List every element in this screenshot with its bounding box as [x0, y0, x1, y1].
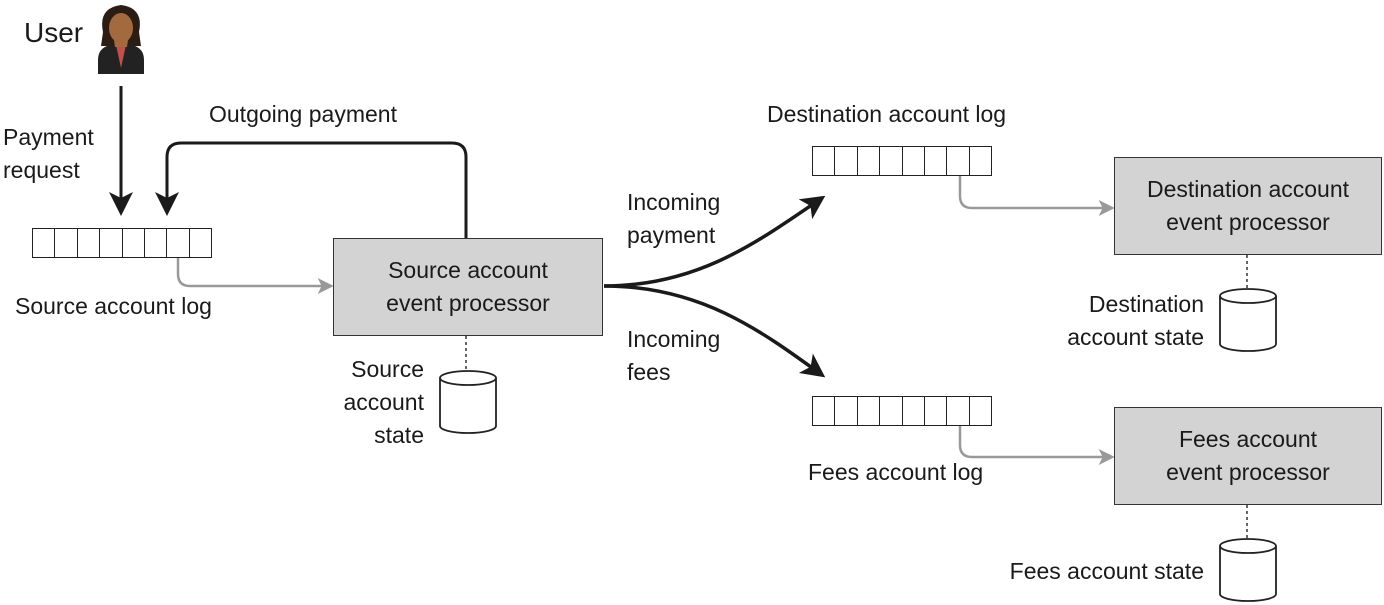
source-account-state-label: Source account state — [320, 353, 424, 452]
user-avatar-icon — [98, 5, 144, 74]
incoming-payment-line-2: payment — [627, 222, 716, 248]
incoming-fees-arrow — [603, 284, 826, 378]
fees-account-state-label: Fees account state — [1009, 558, 1204, 584]
fees-event-processor-box: Fees account event processor — [1114, 407, 1382, 505]
fees-account-log-label: Fees account log — [808, 459, 984, 485]
source-processor-line-1: Source account — [388, 257, 548, 283]
source-log-to-processor-arrow — [176, 258, 334, 294]
payment-request-label: Payment request — [3, 121, 94, 187]
source-account-log-queue — [32, 228, 212, 258]
destination-state-line-1: Destination — [1088, 291, 1204, 317]
incoming-payment-label: Incoming payment — [627, 186, 720, 252]
outgoing-payment-label: Outgoing payment — [209, 101, 397, 127]
source-state-line-3: state — [374, 422, 424, 448]
incoming-fees-label: Incoming fees — [627, 323, 720, 389]
destination-account-log-queue — [812, 146, 992, 176]
source-state-database-icon — [439, 370, 497, 434]
fees-processor-line-1: Fees account — [1178, 426, 1318, 452]
destination-log-to-processor-arrow — [958, 176, 1115, 216]
fees-processor-line-2: event processor — [1166, 459, 1330, 485]
source-event-processor-box: Source account event processor — [333, 238, 603, 336]
destination-event-processor-box: Destination account event processor — [1114, 157, 1382, 255]
source-state-line-2: account — [343, 389, 424, 415]
outgoing-payment-arrow — [155, 141, 468, 238]
incoming-payment-arrow — [603, 195, 826, 288]
destination-account-log-label: Destination account log — [767, 101, 1007, 127]
source-account-log-label: Source account log — [15, 293, 212, 319]
destination-state-line-2: account state — [1067, 324, 1204, 350]
source-state-line-1: Source — [351, 356, 424, 382]
payment-request-line-2: request — [3, 157, 80, 183]
destination-processor-line-1: Destination account — [1146, 176, 1349, 202]
fees-log-to-processor-arrow — [958, 426, 1115, 465]
destination-state-database-icon — [1219, 288, 1277, 352]
destination-account-state-label: Destination account state — [1010, 288, 1204, 354]
user-label: User — [24, 17, 84, 48]
incoming-fees-line-1: Incoming — [627, 326, 721, 352]
payment-request-line-1: Payment — [3, 124, 94, 150]
destination-processor-line-2: event processor — [1166, 209, 1330, 235]
source-processor-line-2: event processor — [386, 290, 550, 316]
fees-account-log-queue — [812, 396, 992, 426]
incoming-fees-line-2: fees — [627, 359, 671, 385]
fees-state-database-icon — [1219, 538, 1277, 602]
incoming-payment-line-1: Incoming — [627, 189, 721, 215]
